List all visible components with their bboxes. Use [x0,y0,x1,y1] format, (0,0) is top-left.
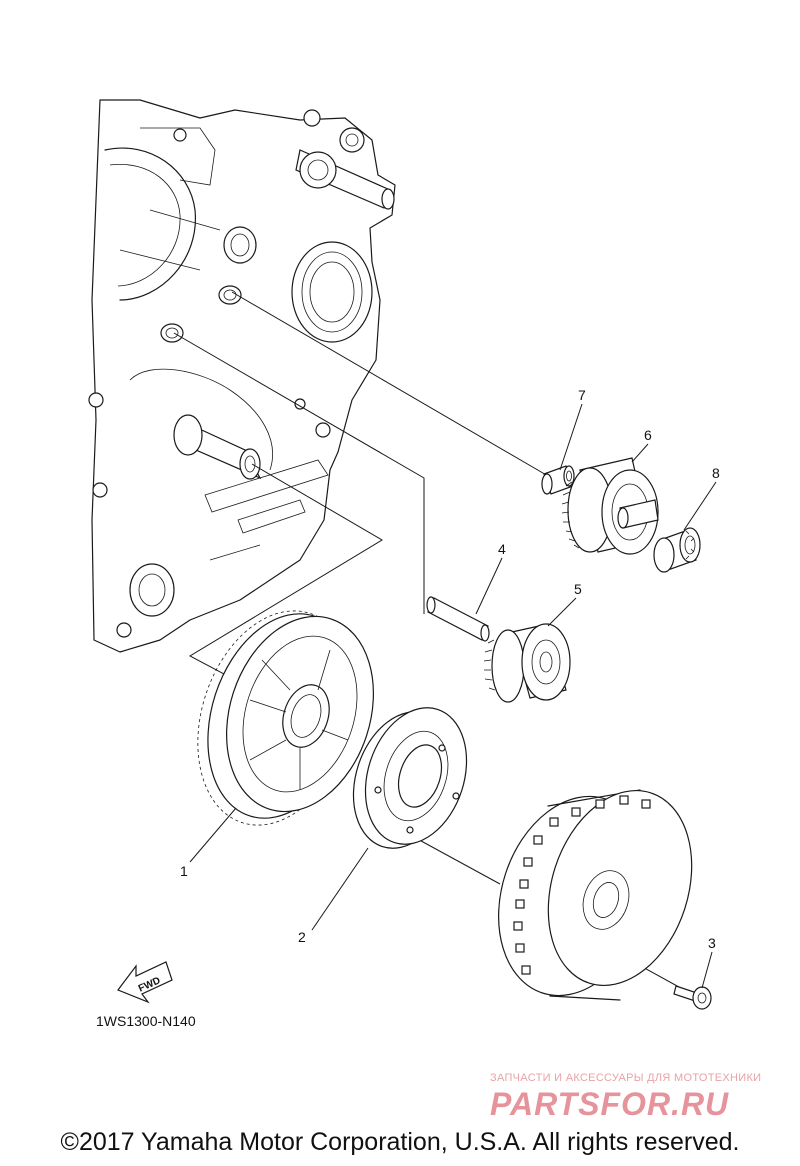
part-1-starter-wheel-gear [197,610,374,826]
callout-numbers: 1 2 3 4 5 6 7 8 [180,387,720,951]
part-5-idler-gear [483,623,571,703]
part-6-idler-gear [561,457,659,555]
watermark-logo: PARTSFOR.RU [490,1086,730,1122]
crankcase-drawing [88,99,396,653]
assembly-lines [173,291,689,993]
part-2-one-way-clutch [352,707,468,849]
callout-7: 7 [578,387,586,403]
callout-5: 5 [574,581,582,597]
part-7-needle-bearing [541,465,575,495]
callout-3: 3 [708,935,716,951]
leader-lines [189,403,717,989]
callout-2: 2 [298,929,306,945]
drawing-code: 1WS1300-N140 [96,1013,196,1029]
flywheel-rotor [498,789,693,1001]
callout-8: 8 [712,465,720,481]
part-8-bearing [653,527,701,573]
part-3-bolt [673,985,712,1010]
callout-4: 4 [498,541,506,557]
watermark-tagline: ЗАПЧАСТИ И АКСЕССУАРЫ ДЛЯ МОТОТЕХНИКИ [490,1072,762,1084]
fwd-arrow-icon: FWD [117,961,173,1004]
callout-6: 6 [644,427,652,443]
part-4-shaft [426,596,490,642]
callout-1: 1 [180,863,188,879]
copyright-notice: ©2017 Yamaha Motor Corporation, U.S.A. A… [60,1128,740,1156]
